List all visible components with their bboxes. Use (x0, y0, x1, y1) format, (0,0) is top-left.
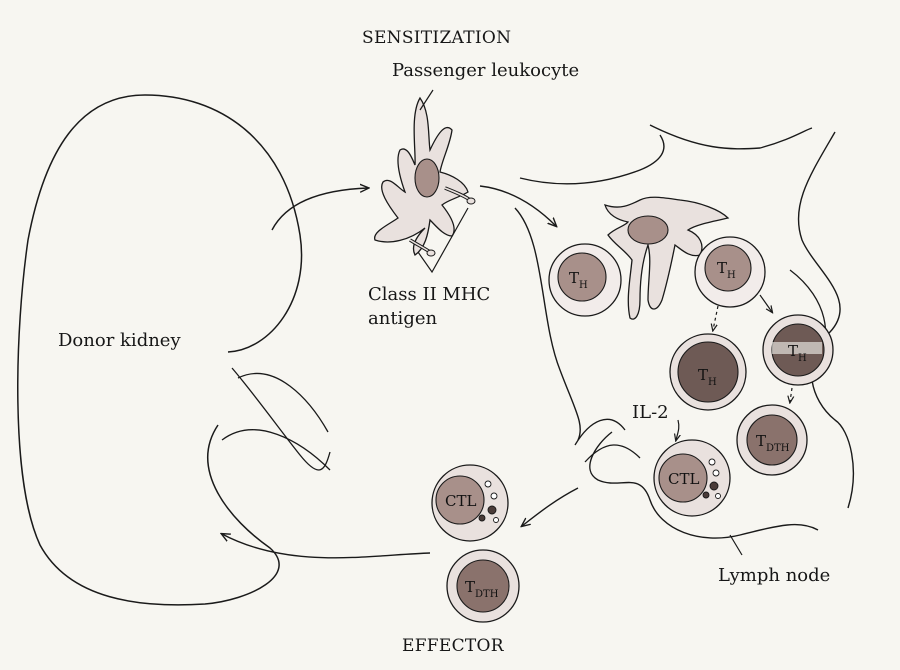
donor-kidney-label: Donor kidney (58, 330, 181, 351)
arrow-th-to-activated (713, 305, 719, 330)
tdth-cell-lymph-label: T (756, 432, 766, 450)
th-cell-activated-right: TH (762, 314, 834, 386)
ctl-cell-lymph: CTL (653, 439, 731, 517)
tdth-cell-lymph: TDTH (736, 404, 808, 476)
lymph-node-boundary-inner (589, 431, 819, 539)
kidney-outline (17, 94, 303, 606)
kidney-vessel-3 (221, 429, 331, 471)
leukocyte-pointer (419, 89, 434, 111)
sensitization-label: SENSITIZATION (362, 28, 512, 48)
ctl-cell-effector: CTL (431, 464, 509, 542)
mhc-pointer (417, 207, 469, 274)
ctl-cell-lymph-label: CTL (668, 470, 699, 488)
svg-text:TDTH: TDTH (465, 578, 499, 600)
passenger-leukocyte-cell (374, 96, 469, 256)
efferent-lymphatic-1 (574, 418, 626, 446)
kidney-vessel-2 (237, 372, 329, 433)
th-cell-activated-label: T (698, 366, 708, 384)
arrow-to-kidney (222, 534, 431, 559)
arrow-to-tdth (790, 387, 792, 402)
arrow-th-to-activated-right (759, 294, 772, 312)
mhc-antigen-lower (409, 238, 436, 257)
lymph-node-boundary-top (649, 124, 813, 150)
mhc-antigen-upper (444, 186, 476, 205)
class-ii-mhc-label: Class II MHC (368, 284, 491, 305)
ctl-cell-effector-label: CTL (445, 492, 476, 510)
th-cell-1: TH (548, 243, 622, 317)
efferent-lymphatic-2 (584, 444, 641, 463)
th-cell-activated: TH (669, 333, 747, 411)
arrow-to-leukocyte (271, 188, 368, 231)
th-cell-1-label: T (569, 269, 579, 287)
svg-text:TH: TH (717, 259, 736, 281)
tdth-cell-effector-label: T (465, 578, 475, 596)
svg-text:TH: TH (698, 366, 717, 388)
th-cell-2: TH (694, 236, 766, 308)
svg-text:TH: TH (788, 342, 807, 364)
arrow-il2-to-ctl (676, 419, 679, 440)
kidney-vessel-1 (231, 367, 331, 471)
lymph-node-boundary-top-left (519, 134, 665, 185)
antigen-label: antigen (368, 308, 438, 329)
th-cell-2-label: T (717, 259, 727, 277)
lymph-node-label: Lymph node (718, 565, 831, 586)
il2-label: IL-2 (632, 402, 669, 423)
svg-text:TDTH: TDTH (756, 432, 790, 454)
th-cell-activated-right-label: T (788, 342, 798, 360)
effector-label: EFFECTOR (402, 636, 504, 656)
arrow-to-effector (522, 487, 579, 526)
dendritic-cell-lymph (604, 196, 730, 320)
lymph-node-pointer (729, 534, 743, 556)
lymph-node-boundary-left (514, 207, 581, 441)
arrow-to-lymph-node (479, 185, 556, 226)
passenger-leukocyte-label: Passenger leukocyte (392, 60, 580, 81)
svg-text:TH: TH (569, 269, 588, 291)
tdth-cell-effector: TDTH (446, 549, 520, 623)
lymph-node-boundary-right (797, 131, 855, 509)
